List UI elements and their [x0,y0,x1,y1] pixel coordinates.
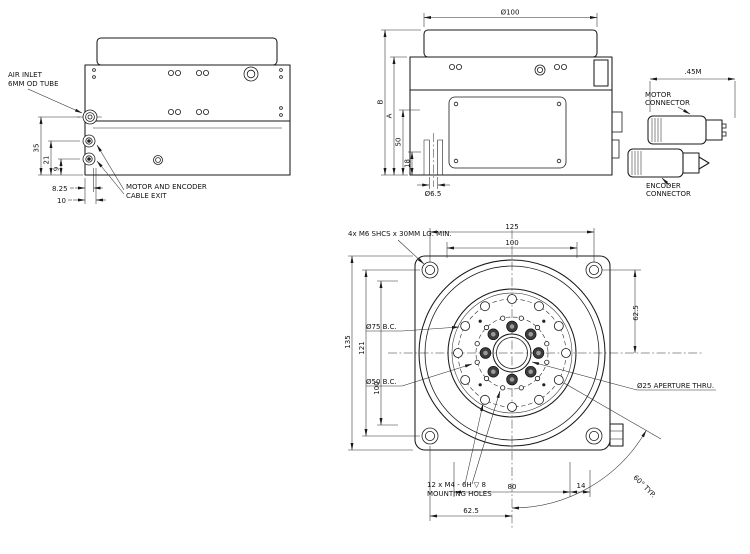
side-view: Ø100 B A 50 18 Ø6.5 .45M [377,9,736,198]
dim-mid-height: 50 [395,138,403,147]
dim-overall-height: B [377,99,385,104]
aperture-label: Ø25 APERTURE THRU. [637,382,714,390]
mounting-hole-pattern-50 [474,315,550,391]
dowel-holes [478,319,546,387]
air-inlet-port [77,109,104,125]
encoder-connector-label-line1: ENCODER [646,182,681,190]
mounting-hole-pattern-75 [453,294,571,412]
center-screw-ring [479,320,545,386]
encoder-connector-label-line2: CONNECTOR [646,190,691,198]
air-inlet-note: AIR INLET 6MM OD TUBE [8,71,83,114]
front-view: 35 21 9 8.25 10 AIR INLET 6MM OD TUBE MO… [8,37,291,205]
motor-connector-label-line1: MOTOR [645,91,671,99]
motor-connector [647,115,727,145]
dim-height-135: 135 [344,335,352,348]
bolt-circle-75-label: Ø75 B.C. [366,323,397,331]
dim-right-62-5: 62.5 [632,305,640,321]
air-inlet-label-line2: 6MM OD TUBE [8,80,59,88]
mounting-holes-label-line1: 12 x M4 - 6H ▽ 8 [427,481,486,489]
cable-exit-note: MOTOR AND ENCODER CABLE EXIT [96,144,207,200]
plan-view: 125 100 62.5 135 121 100 80 [344,223,716,530]
front-view-dimensions: 35 21 9 8.25 10 [33,116,106,205]
front-view-screws [92,66,283,165]
corner-screw-note: 4x M6 SHCS x 30MM LG. MIN. [348,230,452,265]
dim-height-100: 100 [373,381,381,394]
front-view-body [84,64,291,176]
dim-bottom-80: 80 [508,483,517,491]
mounting-holes-note: 12 x M4 - 6H ▽ 8 MOUNTING HOLES [427,390,501,498]
dim-foot-height: 18 [404,159,412,168]
dim-bottom-62-5: 62.5 [463,507,479,515]
dim-width-125: 125 [505,223,518,231]
dim-platter-dia: Ø100 [501,9,520,17]
side-view-dimensions: Ø100 B A 50 18 Ø6.5 .45M [377,9,736,198]
bolt-circle-75-note: Ø75 B.C. [366,323,460,332]
encoder-exit-stub [611,139,620,159]
corner-screw-label: 4x M6 SHCS x 30MM LG. MIN. [348,230,452,238]
dim-bottom-14: 14 [577,482,586,490]
encoder-connector [627,148,710,178]
side-view-body [409,56,623,176]
motor-exit-stub [611,111,623,133]
bolt-circle-50-note: Ø50 B.C. [366,363,473,387]
dim-angle-60: 60° TYP. [631,474,657,500]
dim-height-121: 121 [358,341,366,354]
motor-connector-label-line2: CONNECTOR [645,99,690,107]
dim-offset-large: 10 [57,197,66,205]
dim-air-height: 35 [33,144,41,153]
center-aperture [492,333,532,373]
front-view-platter [96,37,278,66]
cable-exit-label-line1: MOTOR AND ENCODER [126,183,207,191]
dim-body-height: A [386,113,394,118]
encoder-connector-note: ENCODER CONNECTOR [646,177,691,198]
bolt-circle-50-label: Ø50 B.C. [366,378,397,386]
side-view-platter [423,29,598,58]
label-plate [448,96,567,169]
dim-width-100: 100 [505,239,518,247]
air-inlet-label-line1: AIR INLET [8,71,43,79]
connector-tab [609,423,624,447]
bolt-circle-50 [475,316,549,390]
motor-connector-note: MOTOR CONNECTOR [645,91,691,115]
dim-cable-length: .45M [684,68,701,76]
cable-exit-ports [82,134,96,166]
dim-offset-small: 8.25 [52,185,68,193]
cable-exit-label-line2: CABLE EXIT [126,192,167,200]
dim-motor-height: 21 [43,156,51,165]
mounting-holes-label-line2: MOUNTING HOLES [427,490,492,498]
section-hole [423,133,443,187]
plan-dimensions: 125 100 62.5 135 121 100 80 [344,223,662,521]
dim-encoder-height: 9 [53,167,61,171]
aperture-note: Ø25 APERTURE THRU. [531,361,716,391]
dim-tap-hole: Ø6.5 [425,190,442,198]
